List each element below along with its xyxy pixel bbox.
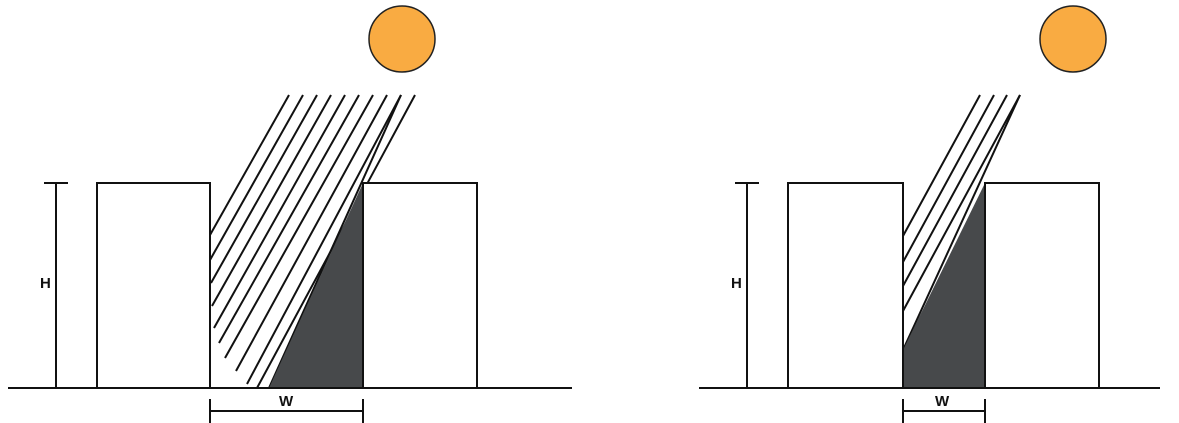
- width-label: W: [279, 393, 294, 410]
- sun-rays: [902, 94, 1021, 351]
- width-label: W: [935, 393, 950, 410]
- sun-icon: [1039, 5, 1107, 73]
- height-label: H: [40, 275, 51, 292]
- building-shadow: [903, 183, 985, 388]
- sun-rays: [209, 94, 416, 389]
- width-dimension: [902, 399, 986, 423]
- width-dimension: [209, 399, 364, 423]
- left-building: [96, 182, 211, 389]
- right-building: [362, 182, 478, 389]
- height-label: H: [731, 275, 742, 292]
- right-building: [984, 182, 1100, 389]
- building-shadow: [269, 183, 363, 388]
- height-dimension: [735, 182, 759, 388]
- left-building: [787, 182, 904, 389]
- wide-street-panel: H W: [8, 5, 572, 423]
- height-dimension: [44, 182, 68, 388]
- narrow-street-panel: H W: [699, 5, 1160, 423]
- sun-icon: [368, 5, 436, 73]
